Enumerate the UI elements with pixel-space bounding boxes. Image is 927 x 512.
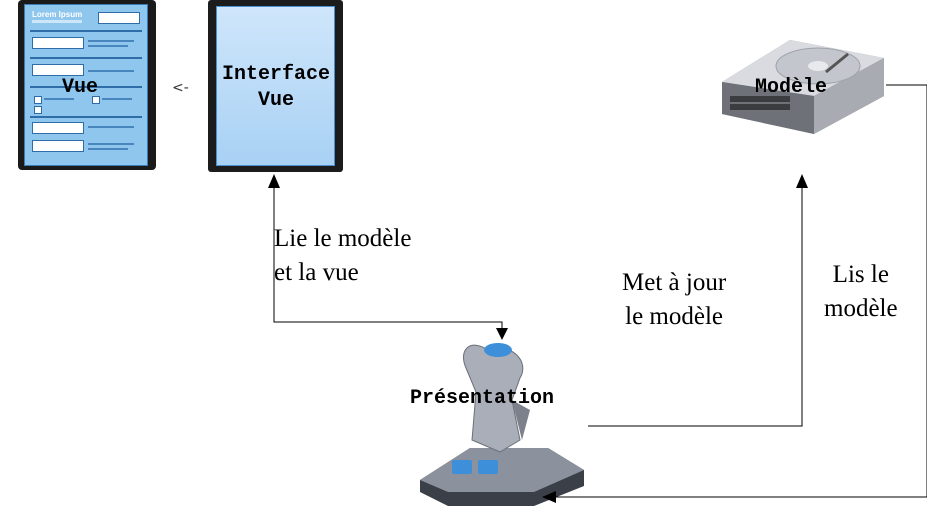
interface-vue-label: Interface Vue (206, 62, 346, 114)
joystick-icon (420, 343, 584, 506)
modele-label: Modèle (755, 76, 828, 99)
arrowhead-up-interface (268, 174, 280, 188)
edge-lis-line1: Lis le (832, 261, 889, 288)
vue-form-divider (30, 30, 142, 32)
vue-form-field (32, 122, 84, 134)
vue-form-text (102, 98, 132, 100)
arrowheads (268, 174, 808, 503)
vue-form-text (88, 143, 134, 145)
vue-form-text (88, 40, 134, 42)
vue-form-divider (30, 116, 142, 118)
vue-form-checkbox (34, 96, 42, 104)
interface-vue-line2: Vue (257, 89, 294, 112)
edge-lie-line1: Lie le modèle (274, 225, 412, 252)
vue-form-checkbox (34, 106, 42, 114)
presentation-label: Présentation (410, 387, 555, 410)
vue-form-divider (30, 57, 142, 59)
hard-disk-icon (722, 40, 884, 134)
vue-form-text (88, 126, 134, 128)
vue-form-checkbox (92, 96, 100, 104)
vue-form-text (88, 148, 128, 150)
arrowhead-up-modele (796, 174, 808, 188)
edge-met-line1: Met à jour (622, 269, 727, 296)
edge-label-lie: Lie le modèle et la vue (274, 222, 411, 290)
arrowhead-left-presentation (542, 491, 556, 503)
edge-label-met: Met à jour le modèle (622, 266, 726, 334)
vue-arrow-text: <- (172, 80, 189, 96)
edge-label-lis: Lis le modèle (824, 258, 898, 326)
edge-lie-line2: et la vue (274, 259, 359, 286)
vue-form-subtitle (32, 20, 82, 23)
vue-form-divider (30, 86, 142, 88)
vue-form-text (88, 45, 128, 47)
vue-form-field (32, 140, 84, 152)
vue-form-field (32, 37, 84, 49)
interface-vue-line1: Interface (221, 63, 331, 86)
edge-lis-line2: modèle (824, 295, 898, 322)
vue-form-text (88, 70, 134, 72)
vue-form-field (32, 64, 84, 76)
interface-vue-screen (216, 6, 335, 166)
vue-form-title: Lorem Ipsum (32, 10, 83, 19)
arrowhead-down-presentation (496, 328, 508, 340)
vue-form-text (44, 98, 74, 100)
edge-met-line2: le modèle (625, 303, 724, 330)
vue-form-field (98, 12, 140, 24)
vue-label: Vue (62, 76, 99, 99)
